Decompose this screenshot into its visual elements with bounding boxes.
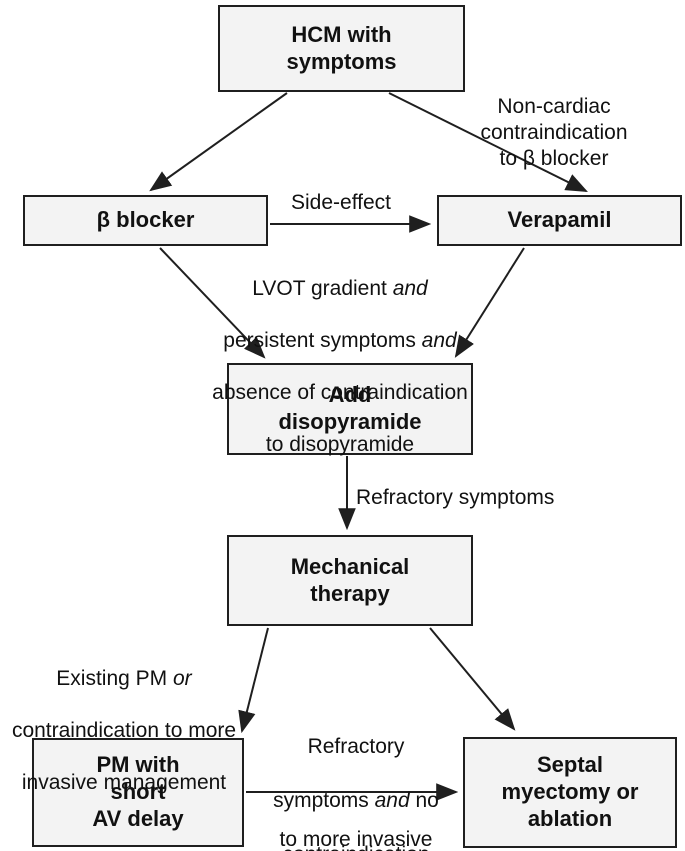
lvot-line1-and: and (392, 277, 428, 300)
node-beta-blocker: β blocker (23, 195, 268, 246)
edge-label-refractory-symptoms: Refractory symptoms (356, 486, 555, 509)
lvot-line2-text: persistent symptoms (223, 329, 422, 352)
node-add-disopyramide: Add disopyramide (227, 363, 473, 455)
refractory2-line2-and: and (374, 789, 410, 812)
node-mechanical-therapy: Mechanical therapy (227, 535, 473, 626)
edge-label-to-more-invasive-lower: to more invasive management (258, 799, 454, 851)
arrow-mechanical-to-septal (429, 627, 516, 731)
arrow-verapamil-to-disopyramide (454, 247, 525, 358)
refractory2-line1-text: Refractory (307, 735, 405, 758)
edge-label-side-effect: Side-effect (290, 191, 391, 214)
lvot-line1-text: LVOT gradient (252, 277, 393, 300)
arrow-hcm-to-beta-blocker (149, 92, 288, 192)
existing-pm-line2-text: contraindication to more (11, 719, 237, 742)
edge-label-refractory-no-contraindication-upper: Refractory symptoms and no contraindicat… (258, 706, 454, 851)
arrow-hcm-to-verapamil (388, 92, 588, 192)
lvot-line4-text: to disopyramide (265, 433, 415, 456)
refractory2-line3-text: contraindication (258, 841, 454, 851)
existing-pm-line3-text: invasive management (21, 771, 227, 794)
node-hcm-with-symptoms: HCM with symptoms (218, 5, 465, 92)
lvot-line2-and: and (421, 329, 457, 352)
edge-label-lvot-gradient: LVOT gradient and persistent symptoms an… (150, 250, 530, 484)
refractory2-line4-text: to more invasive (279, 828, 433, 851)
edge-label-existing-pm: Existing PM or contraindication to more … (2, 640, 246, 822)
refractory2-line2-text: symptoms (273, 789, 375, 812)
node-pm-short-av-delay: PM with short AV delay (32, 738, 244, 847)
existing-pm-line1-or: or (173, 667, 192, 690)
lvot-line3-text: absence of contraindication (212, 381, 468, 404)
arrow-beta-blocker-to-disopyramide (159, 247, 266, 359)
node-septal-myectomy-ablation: Septal myectomy or ablation (463, 737, 677, 848)
refractory2-line2-text-after: no (409, 789, 439, 812)
existing-pm-line1-text: Existing PM (56, 667, 173, 690)
node-verapamil: Verapamil (437, 195, 682, 246)
arrow-mechanical-to-pm (238, 627, 269, 734)
edge-label-non-cardiac-contraindication: Non-cardiac contraindication to β blocke… (480, 95, 628, 170)
